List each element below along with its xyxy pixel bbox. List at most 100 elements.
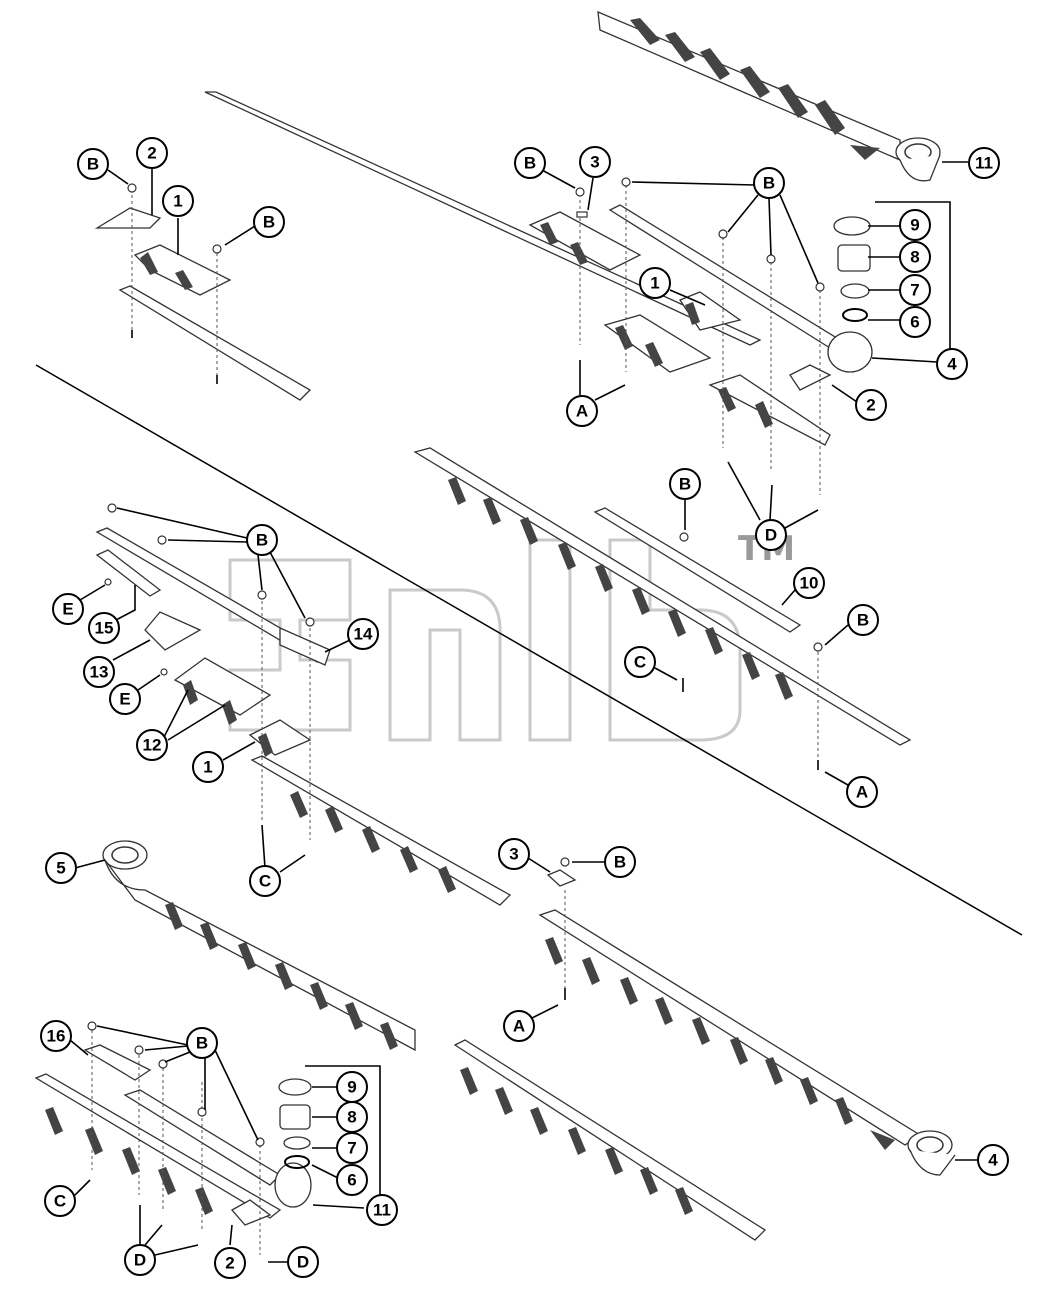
svg-text:15: 15 [95, 619, 114, 638]
callout-12: 12 [136, 729, 168, 761]
svg-text:E: E [119, 690, 130, 709]
callout-C: C [249, 865, 281, 897]
callout-11: 11 [366, 1194, 398, 1226]
svg-text:1: 1 [173, 192, 182, 211]
callout-1: 1 [192, 751, 224, 783]
callout-E: E [109, 683, 141, 715]
svg-text:D: D [134, 1251, 146, 1270]
callout-D: D [287, 1246, 319, 1278]
svg-text:B: B [263, 213, 275, 232]
svg-text:5: 5 [56, 859, 65, 878]
svg-text:A: A [513, 1017, 525, 1036]
svg-text:8: 8 [347, 1108, 356, 1127]
svg-text:7: 7 [910, 281, 919, 300]
callout-A: A [566, 395, 598, 427]
knife-assembly-lower-right [538, 857, 956, 1176]
svg-text:2: 2 [147, 144, 156, 163]
callout-2: 2 [136, 137, 168, 169]
callout-B: B [604, 846, 636, 878]
svg-text:11: 11 [975, 154, 993, 173]
svg-text:2: 2 [866, 396, 875, 415]
callout-B: B [514, 147, 546, 179]
svg-text:A: A [576, 402, 588, 421]
callout-2: 2 [214, 1247, 246, 1279]
callout-B: B [186, 1027, 218, 1059]
callout-7: 7 [336, 1132, 368, 1164]
callout-9: 9 [336, 1071, 368, 1103]
svg-text:6: 6 [910, 313, 919, 332]
svg-text:C: C [259, 872, 271, 891]
svg-text:B: B [87, 155, 99, 174]
svg-text:B: B [857, 611, 869, 630]
callout-7: 7 [899, 274, 931, 306]
svg-text:3: 3 [590, 153, 599, 172]
svg-text:6: 6 [347, 1171, 356, 1190]
svg-text:12: 12 [143, 736, 162, 755]
svg-text:4: 4 [988, 1151, 998, 1170]
callout-9: 9 [899, 209, 931, 241]
svg-text:2: 2 [225, 1254, 234, 1273]
svg-text:B: B [614, 853, 626, 872]
callout-1: 1 [639, 267, 671, 299]
svg-text:B: B [524, 154, 536, 173]
callout-14: 14 [347, 618, 379, 650]
callout-D: D [755, 519, 787, 551]
callout-B: B [77, 148, 109, 180]
callout-3: 3 [498, 838, 530, 870]
callout-D: D [124, 1244, 156, 1276]
watermark-logo [228, 538, 742, 742]
callout-2: 2 [855, 389, 887, 421]
svg-text:E: E [62, 600, 73, 619]
callout-B: B [246, 524, 278, 556]
callout-A: A [503, 1010, 535, 1042]
callout-B: B [669, 468, 701, 500]
callout-10: 10 [793, 567, 825, 599]
knife-assembly-top [597, 10, 941, 182]
callout-6: 6 [336, 1164, 368, 1196]
divider-line [35, 364, 1023, 936]
callout-1: 1 [162, 185, 194, 217]
callout-A: A [846, 776, 878, 808]
svg-text:7: 7 [347, 1139, 356, 1158]
svg-text:13: 13 [90, 663, 109, 682]
svg-text:8: 8 [910, 248, 919, 267]
svg-text:11: 11 [373, 1201, 391, 1220]
knife-assembly-lower-left [102, 840, 416, 1052]
callout-6: 6 [899, 306, 931, 338]
callout-B: B [847, 604, 879, 636]
svg-text:1: 1 [203, 758, 212, 777]
section-middle-right [413, 447, 912, 770]
svg-text:16: 16 [47, 1027, 66, 1046]
svg-text:B: B [196, 1034, 208, 1053]
callout-11: 11 [968, 147, 1000, 179]
callout-3: 3 [579, 146, 611, 178]
svg-text:14: 14 [354, 625, 373, 644]
svg-text:A: A [856, 783, 868, 802]
callout-8: 8 [899, 241, 931, 273]
svg-text:1: 1 [650, 274, 659, 293]
callout-4: 4 [977, 1144, 1009, 1176]
leader-lines [69, 161, 978, 1263]
knife-back-bar [204, 91, 762, 346]
callout-C: C [624, 646, 656, 678]
svg-text:D: D [297, 1253, 309, 1272]
section-middle-left [95, 503, 512, 906]
svg-text:B: B [763, 174, 775, 193]
svg-text:9: 9 [910, 216, 919, 235]
callout-8: 8 [336, 1101, 368, 1133]
svg-text:9: 9 [347, 1078, 356, 1097]
callout-B: B [253, 206, 285, 238]
callout-15: 15 [88, 612, 120, 644]
svg-text:C: C [634, 653, 646, 672]
callout-13: 13 [83, 656, 115, 688]
callout-E: E [52, 593, 84, 625]
svg-text:D: D [765, 526, 777, 545]
svg-text:B: B [256, 531, 268, 550]
section-bottom-left [34, 1021, 312, 1255]
guard-bar-bottom [453, 1039, 767, 1241]
svg-text:10: 10 [800, 574, 819, 593]
callout-5: 5 [45, 852, 77, 884]
svg-text:4: 4 [947, 355, 957, 374]
section-upper-center [528, 177, 873, 495]
